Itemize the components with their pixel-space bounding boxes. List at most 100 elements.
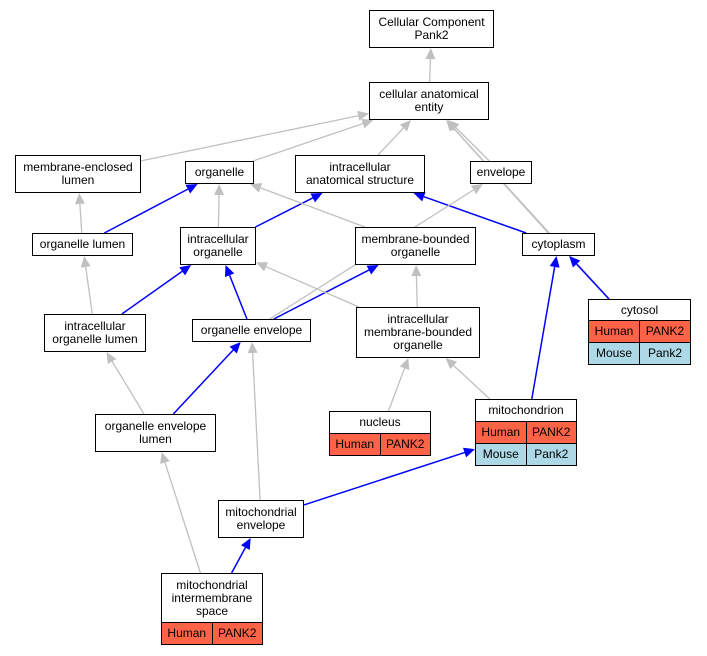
edge-line bbox=[140, 115, 359, 162]
edge-ol-to-mel bbox=[74, 193, 85, 234]
arrowhead-icon bbox=[549, 256, 560, 268]
node-intracellular-organelle-lumen[interactable]: intracellular organelle lumen bbox=[44, 314, 146, 352]
node-label: intracellular organelle lumen bbox=[52, 319, 138, 346]
species-cell: Human bbox=[594, 324, 634, 338]
node-cytoplasm[interactable]: cytoplasm bbox=[522, 233, 595, 256]
edge-imbo-to-mbo bbox=[411, 265, 422, 308]
node-label: cytoplasm bbox=[531, 237, 586, 251]
arrowhead-icon bbox=[179, 265, 192, 276]
edge-oel-to-oe bbox=[172, 342, 241, 415]
node-organelle-envelope-lumen[interactable]: organelle envelope lumen bbox=[95, 414, 216, 452]
node-label: nucleus bbox=[359, 415, 401, 429]
edge-line bbox=[121, 270, 183, 315]
node-label: organelle envelope bbox=[200, 323, 303, 337]
edge-mel-to-cae bbox=[140, 110, 369, 162]
arrowhead-icon bbox=[74, 193, 85, 205]
arrowhead-icon bbox=[425, 48, 436, 60]
node-label: intracellular membrane-bounded organelle bbox=[363, 312, 473, 352]
edge-line bbox=[252, 122, 364, 162]
arrowhead-icon bbox=[310, 193, 323, 203]
arrowhead-icon bbox=[569, 256, 581, 268]
gene-cell: PANK2 bbox=[639, 321, 690, 342]
node-label: organelle envelope lumen bbox=[104, 419, 207, 446]
human-annotation-row: Human PANK2 bbox=[589, 320, 690, 342]
edge-me-to-oe bbox=[247, 342, 261, 501]
edge-line bbox=[217, 194, 220, 228]
node-cellular-anatomical-entity[interactable]: cellular anatomical entity bbox=[369, 82, 489, 120]
edge-line bbox=[423, 195, 527, 234]
node-nucleus[interactable]: nucleus Human PANK2 bbox=[329, 411, 431, 456]
arrowhead-icon bbox=[247, 342, 258, 354]
arrowhead-icon bbox=[462, 447, 475, 458]
edge-line bbox=[111, 361, 145, 415]
arrowhead-icon bbox=[106, 352, 117, 364]
node-label: mitochondrial intermembrane space bbox=[171, 577, 253, 618]
node-organelle-envelope[interactable]: organelle envelope bbox=[192, 319, 311, 342]
edge-iol-to-ol bbox=[80, 256, 93, 315]
gene-cell: Pank2 bbox=[639, 343, 690, 364]
arrowhead-icon bbox=[357, 110, 369, 121]
edge-cae-to-root bbox=[425, 48, 436, 83]
node-cellular-component-pank2[interactable]: Cellular Component Pank2 bbox=[369, 10, 494, 48]
node-organelle-lumen[interactable]: organelle lumen bbox=[32, 233, 133, 256]
human-annotation-row: Human PANK2 bbox=[330, 433, 430, 455]
edge-line bbox=[230, 547, 247, 574]
node-cytosol[interactable]: cytosol Human PANK2 Mouse Pank2 bbox=[588, 299, 691, 365]
edge-line bbox=[85, 266, 93, 315]
edge-ias-to-cae bbox=[377, 120, 412, 156]
arrowhead-icon bbox=[241, 538, 251, 551]
mouse-annotation-row: Mouse Pank2 bbox=[589, 342, 690, 364]
edge-line bbox=[415, 275, 418, 308]
mouse-annotation-row: Mouse Pank2 bbox=[476, 443, 576, 465]
node-label: mitochondrial envelope bbox=[225, 505, 297, 532]
node-label: Cellular Component Pank2 bbox=[378, 15, 485, 42]
arrowhead-icon bbox=[185, 184, 198, 194]
node-mitochondrial-envelope[interactable]: mitochondrial envelope bbox=[218, 500, 304, 538]
edge-org-to-cae bbox=[252, 118, 374, 162]
edge-me-to-mito bbox=[303, 447, 475, 506]
edge-line bbox=[260, 187, 366, 228]
human-annotation-row: Human PANK2 bbox=[162, 622, 262, 644]
arrowhead-icon bbox=[214, 184, 225, 196]
arrowhead-icon bbox=[229, 342, 241, 354]
arrowhead-icon bbox=[80, 256, 91, 268]
node-mitochondrial-intermembrane-space[interactable]: mitochondrial intermembrane space Human … bbox=[161, 573, 263, 645]
node-label: membrane-enclosed lumen bbox=[23, 160, 133, 187]
node-label: organelle bbox=[194, 165, 245, 179]
edge-mis-to-oel bbox=[160, 452, 202, 574]
edge-line bbox=[303, 451, 465, 506]
node-label: organelle lumen bbox=[39, 237, 126, 251]
node-membrane-bounded-organelle[interactable]: membrane-bounded organelle bbox=[355, 227, 476, 265]
node-intracellular-membrane-bounded-organelle[interactable]: intracellular membrane-bounded organelle bbox=[356, 307, 480, 358]
node-envelope[interactable]: envelope bbox=[470, 161, 532, 184]
edge-oe-to-io bbox=[224, 265, 248, 320]
edge-line bbox=[251, 352, 261, 501]
node-organelle[interactable]: organelle bbox=[185, 161, 254, 184]
edge-line bbox=[265, 266, 360, 308]
edge-line bbox=[172, 349, 234, 415]
edge-io-to-ias bbox=[255, 193, 323, 228]
arrowhead-icon bbox=[470, 184, 483, 195]
arrowhead-icon bbox=[399, 358, 410, 371]
edge-line bbox=[79, 203, 83, 234]
edge-line bbox=[164, 462, 202, 574]
arrowhead-icon bbox=[256, 262, 269, 272]
node-mitochondrion[interactable]: mitochondrion Human PANK2 Mouse Pank2 bbox=[475, 399, 577, 466]
node-membrane-enclosed-lumen[interactable]: membrane-enclosed lumen bbox=[15, 155, 141, 193]
edge-iol-to-io bbox=[121, 265, 192, 315]
gene-cell: PANK2 bbox=[379, 434, 431, 455]
gene-cell: Pank2 bbox=[525, 444, 577, 465]
node-label: envelope bbox=[476, 165, 526, 179]
species-cell: Human bbox=[167, 626, 207, 640]
arrowhead-icon bbox=[445, 358, 458, 370]
gene-cell: PANK2 bbox=[525, 422, 577, 443]
edge-line bbox=[377, 127, 404, 156]
edge-line bbox=[453, 364, 491, 400]
node-label: mitochondrion bbox=[488, 403, 564, 417]
arrowhead-icon bbox=[399, 120, 412, 132]
species-cell: Human bbox=[481, 425, 521, 439]
node-intracellular-anatomical-structure[interactable]: intracellular anatomical structure bbox=[295, 155, 425, 193]
edge-line bbox=[531, 266, 556, 400]
node-intracellular-organelle[interactable]: intracellular organelle bbox=[180, 227, 256, 265]
